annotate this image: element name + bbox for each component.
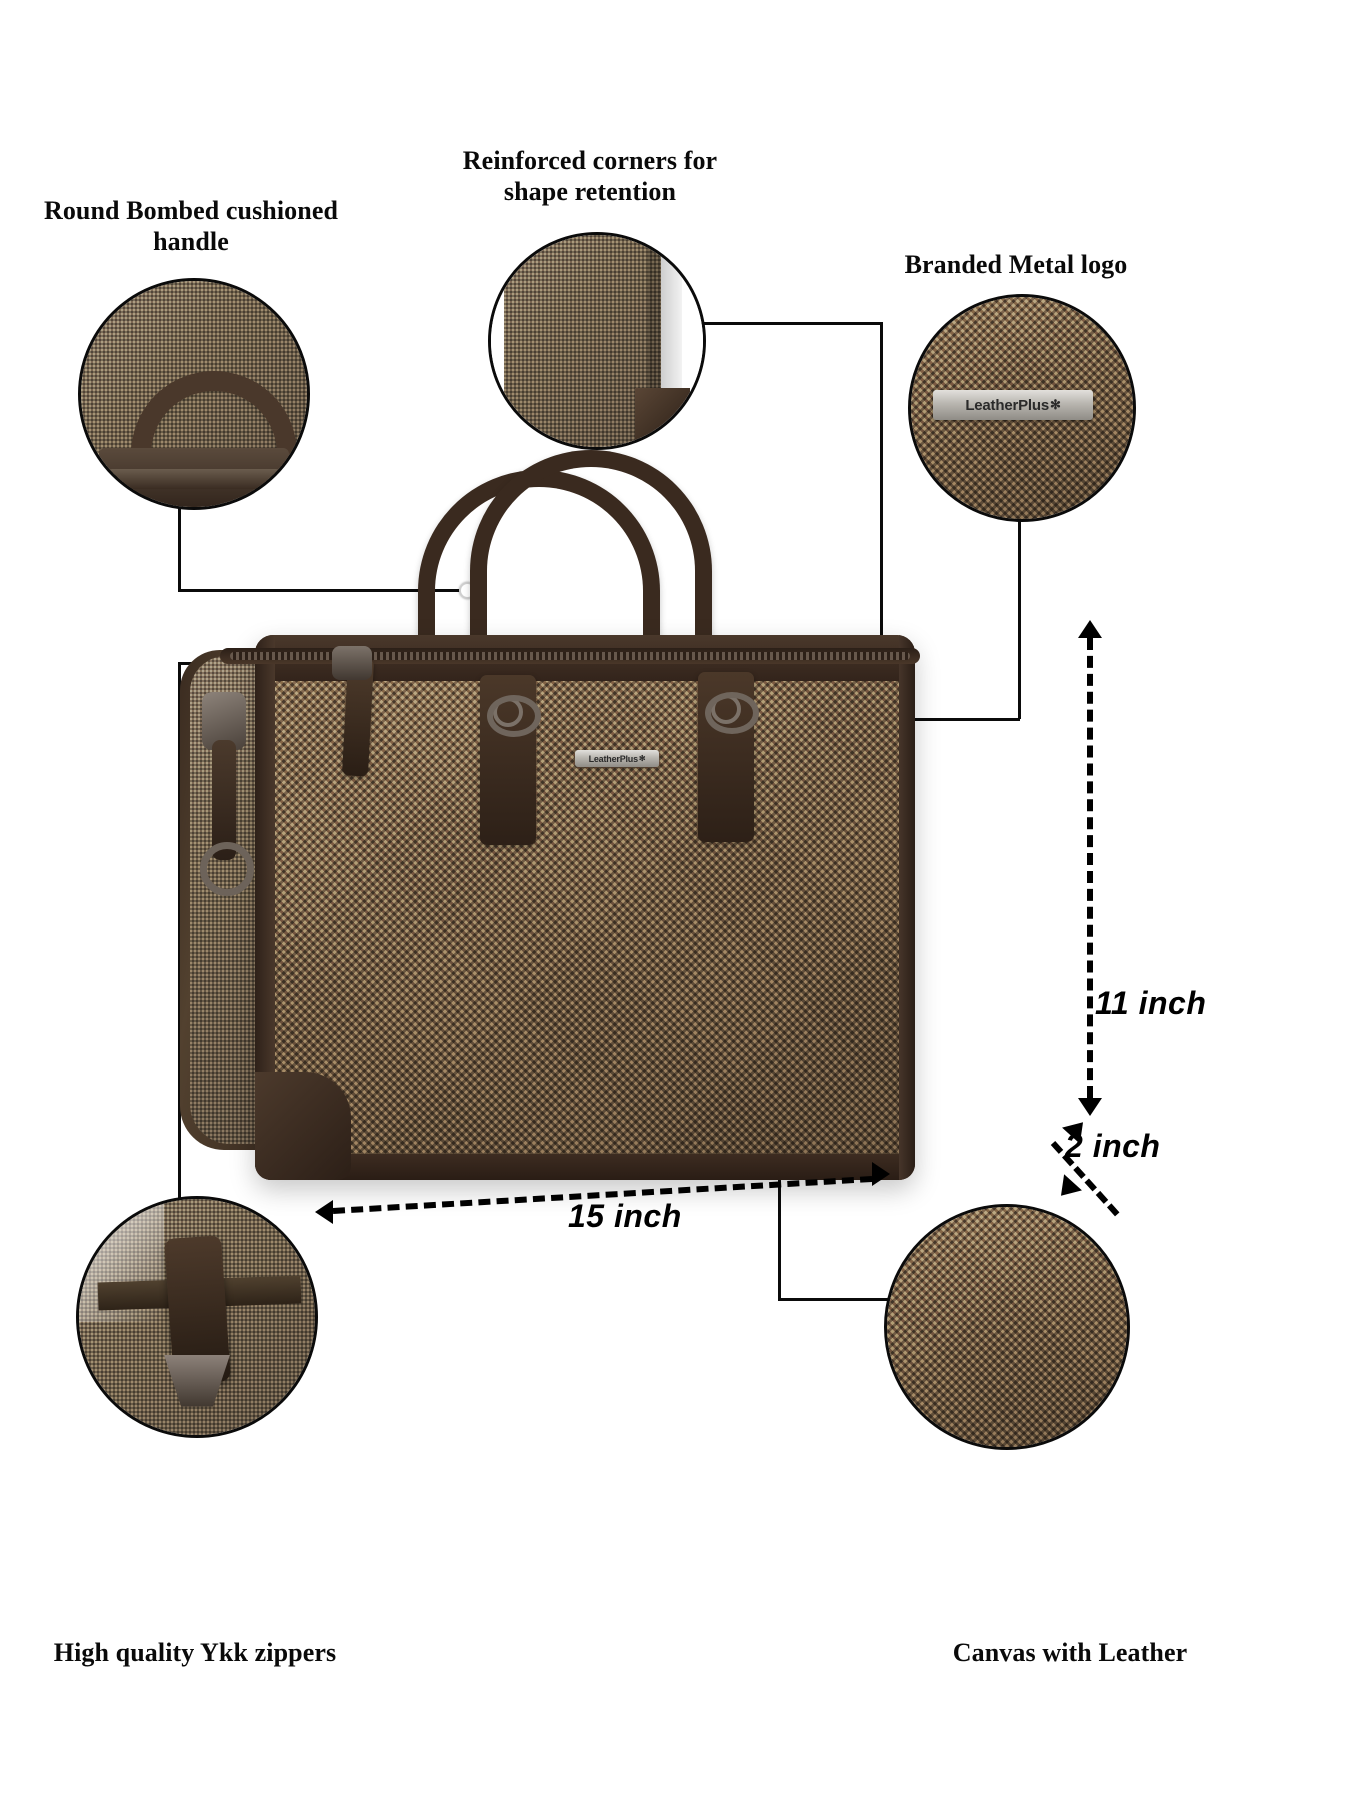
plate-text-zoom: LeatherPlus [965,396,1049,414]
bag-right-leather-trim [899,635,915,1180]
bag-zipper-slider [332,646,372,680]
depth-arrow-lower [1052,1174,1082,1204]
bag-reinforced-corner [255,1072,351,1180]
height-arrow-bottom [1078,1098,1102,1116]
product-briefcase: LeatherPlus✻ [180,440,970,1230]
dimension-label-height: 11 inch [1095,985,1207,1021]
dimension-label-width: 15 inch [568,1198,682,1234]
callout-label-logo: Branded Metal logo [904,250,1128,279]
callout-label-handle: Round Bombed cushioned handle [43,196,339,256]
callout-bubble-logo: LeatherPlus✻ [908,294,1136,522]
connector-handle-vertical [178,498,181,592]
bag-main-zipper [220,648,920,664]
connector-handle-horizontal [178,589,473,592]
callout-bubble-zippers [76,1196,318,1438]
plate-text: LeatherPlus [588,753,639,764]
callout-label-material: Canvas with Leather [952,1638,1188,1667]
connector-zipper-vertical [178,662,181,1242]
connector-corners-vertical [880,322,883,722]
branded-metal-plate: LeatherPlus✻ [575,750,659,767]
callout-bubble-material [884,1204,1130,1450]
d-ring-right [705,692,759,734]
d-ring-left [487,695,541,737]
callout-bubble-corners [488,232,706,450]
dimension-label-depth: 2 inch [1065,1128,1161,1164]
bag-side-zipper-assembly [192,692,254,896]
canvas-weave-swatch [887,1207,1127,1447]
callout-label-zippers: High quality Ykk zippers [53,1638,337,1667]
side-zipper-tail [212,740,236,860]
handle-strap-band [108,468,280,489]
connector-logo-vertical [1018,512,1021,719]
bag-bottom-leather-trim [255,1154,915,1180]
reinforced-corner-panel [503,235,661,447]
side-zipper-ring [200,842,254,896]
connector-corners-horizontal [688,322,883,325]
plate-gear-icon: ✻ [1049,397,1061,412]
callout-label-corners: Reinforced corners for shape retention [462,146,718,206]
plate-gear-icon-bag: ✻ [638,754,646,763]
gusset-canvas [190,656,266,1144]
bag-left-leather-trim [255,635,275,1180]
branded-metal-plate-zoom: LeatherPlus✻ [933,390,1093,420]
height-arrow-top [1078,620,1102,638]
connector-material-horizontal [778,1298,920,1301]
callout-bubble-handle [78,278,310,510]
width-arrow-right [872,1162,890,1186]
width-arrow-left [315,1200,333,1224]
height-dashed-line [1087,638,1093,1098]
zipper-teeth [230,652,910,660]
